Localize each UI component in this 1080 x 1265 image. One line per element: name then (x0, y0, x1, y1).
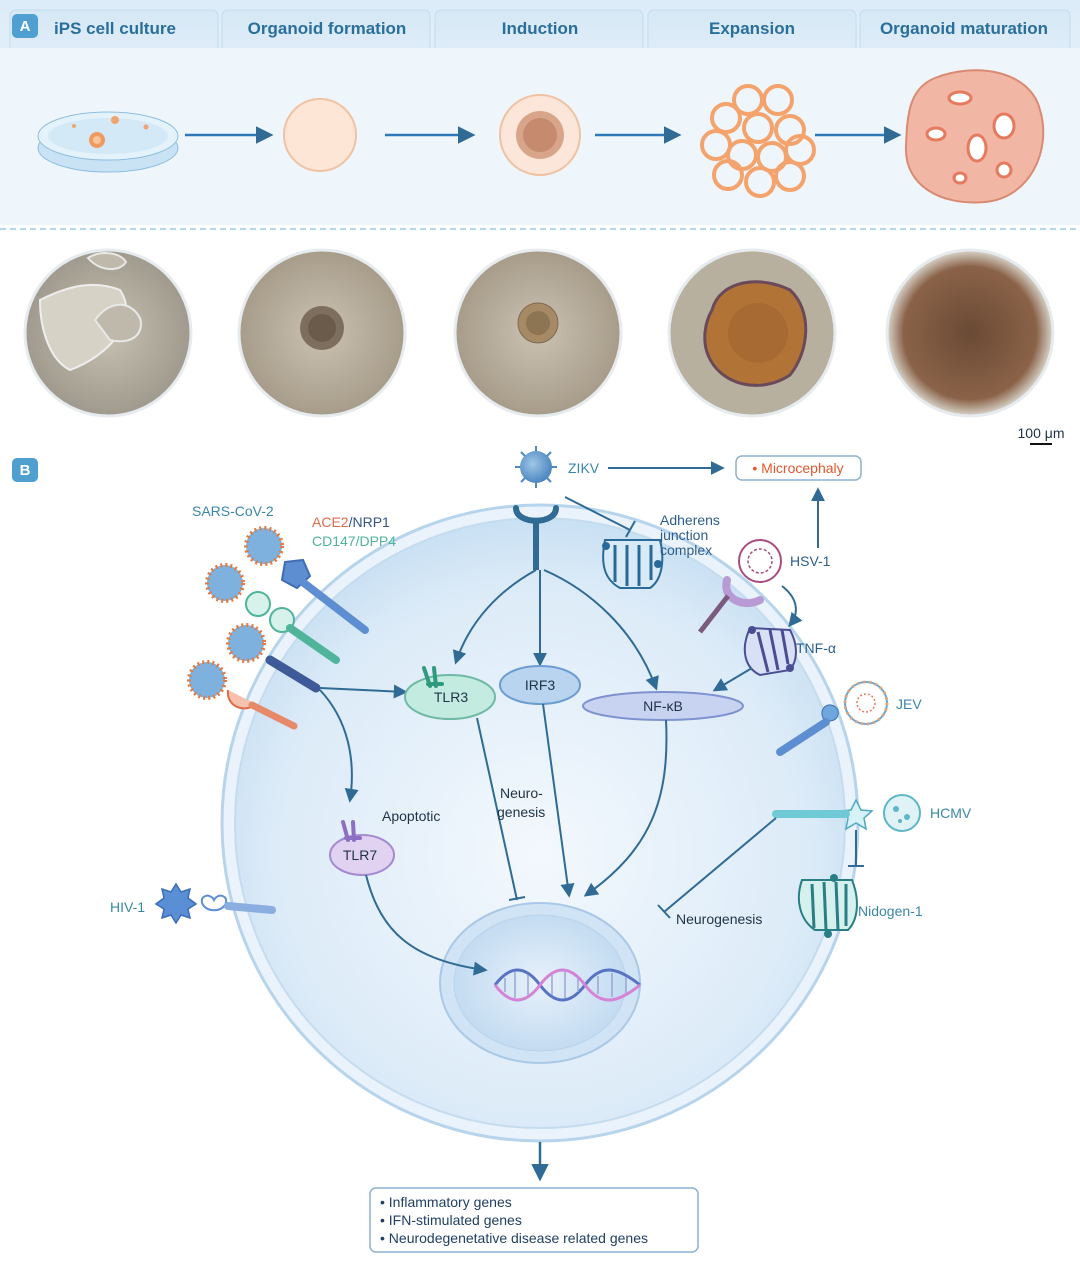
hsv1-virus-icon (738, 539, 782, 583)
neurogenesis-hcmv-label: Neurogenesis (676, 911, 762, 927)
ace2-nrp1-separator: / (349, 514, 353, 530)
nidogen1-label: Nidogen-1 (858, 903, 923, 919)
hsv1-label: HSV-1 (790, 553, 831, 569)
neurogenesis-label-line1: Neuro- (500, 785, 543, 801)
zikv-receptor (513, 505, 559, 524)
zikv-virus-icon (515, 446, 557, 488)
tlr7-node (329, 834, 395, 876)
irf3-label: IRF3 (525, 677, 556, 693)
microcephaly-label: • Microcephaly (752, 460, 843, 476)
jev-virus-icon (843, 680, 889, 726)
petri-dish-icon (37, 111, 179, 173)
tlr3-label: TLR3 (434, 689, 468, 705)
stage-title-maturation: Organoid maturation (880, 19, 1048, 38)
ace2-label: ACE2 (312, 514, 349, 530)
mature-organoid-icon (904, 69, 1045, 204)
panel-a-badge: A (12, 14, 38, 38)
tlr7-label: TLR7 (343, 847, 377, 863)
tnf-receptor-icon (743, 626, 797, 677)
nfkb-node (582, 691, 744, 721)
nfkb-label: NF-κB (643, 698, 683, 714)
micrograph-formation (237, 248, 407, 418)
dpp4-receptor (265, 655, 321, 693)
expansion-organoid-icon (700, 84, 816, 198)
panel-b-letter: B (20, 462, 31, 479)
micrograph-expansion (667, 248, 837, 418)
stage-title-formation: Organoid formation (248, 19, 407, 38)
tnf-alpha-label: TNF-α (796, 640, 836, 656)
zikv-label: ZIKV (568, 460, 600, 476)
induction-organoid-icon (499, 94, 581, 176)
scale-bar-label: 100 μm (1018, 425, 1065, 441)
hiv1-receptor (200, 894, 228, 912)
panel-a: A iPS cell culture Organoid formation In… (0, 0, 1080, 445)
embryoid-body-icon (283, 98, 357, 172)
micrograph-maturation (885, 248, 1055, 418)
sars-virion-4-icon (187, 660, 227, 700)
jev-label: JEV (896, 696, 922, 712)
nidogen1-icon (797, 874, 858, 938)
irf3-node (499, 665, 581, 705)
stage-title-ips: iPS cell culture (54, 19, 176, 38)
sars-virion-2-icon (205, 563, 245, 603)
genes-neurodegenerative: • Neurodegenetative disease related gene… (380, 1230, 648, 1246)
adherens-label-line3: complex (660, 542, 712, 558)
sars-cov2-label: SARS-CoV-2 (192, 503, 274, 519)
stage-title-expansion: Expansion (709, 19, 795, 38)
genes-ifn-stimulated: • IFN-stimulated genes (380, 1212, 522, 1228)
panel-b-badge: B (12, 458, 38, 482)
panel-a-letter: A (20, 18, 31, 35)
stage-title-induction: Induction (502, 19, 578, 38)
hcmv-virus-icon (883, 794, 921, 832)
microcephaly-box (735, 455, 862, 481)
sars-virion-1-icon (244, 526, 284, 566)
apoptotic-label: Apoptotic (382, 808, 440, 824)
tlr3-node (404, 674, 496, 720)
hiv1-label: HIV-1 (110, 899, 145, 915)
nrp1-label: NRP1 (352, 514, 390, 530)
hiv1-virus-icon (154, 882, 198, 925)
genes-inflammatory: • Inflammatory genes (380, 1194, 512, 1210)
cd147-receptor (245, 591, 271, 617)
cd147-dpp4-label: CD147/DPP4 (312, 533, 396, 549)
svg-text:ACE2/NRP1: ACE2/NRP1 (312, 514, 390, 530)
neurogenesis-label-line2: genesis (497, 804, 545, 820)
micrograph-ips (23, 248, 193, 418)
micrograph-induction (453, 248, 623, 418)
dna-icon (493, 968, 641, 1002)
hcmv-label: HCMV (930, 805, 972, 821)
adherens-junction-icon (602, 539, 664, 589)
hsv1-receptor (722, 576, 764, 608)
adherens-label-line2: junction (659, 527, 708, 543)
sars-virion-3-icon (226, 623, 266, 663)
panel-b: B (12, 446, 972, 1253)
output-genes-box (369, 1187, 699, 1253)
adherens-label-line1: Adherens (660, 512, 720, 528)
